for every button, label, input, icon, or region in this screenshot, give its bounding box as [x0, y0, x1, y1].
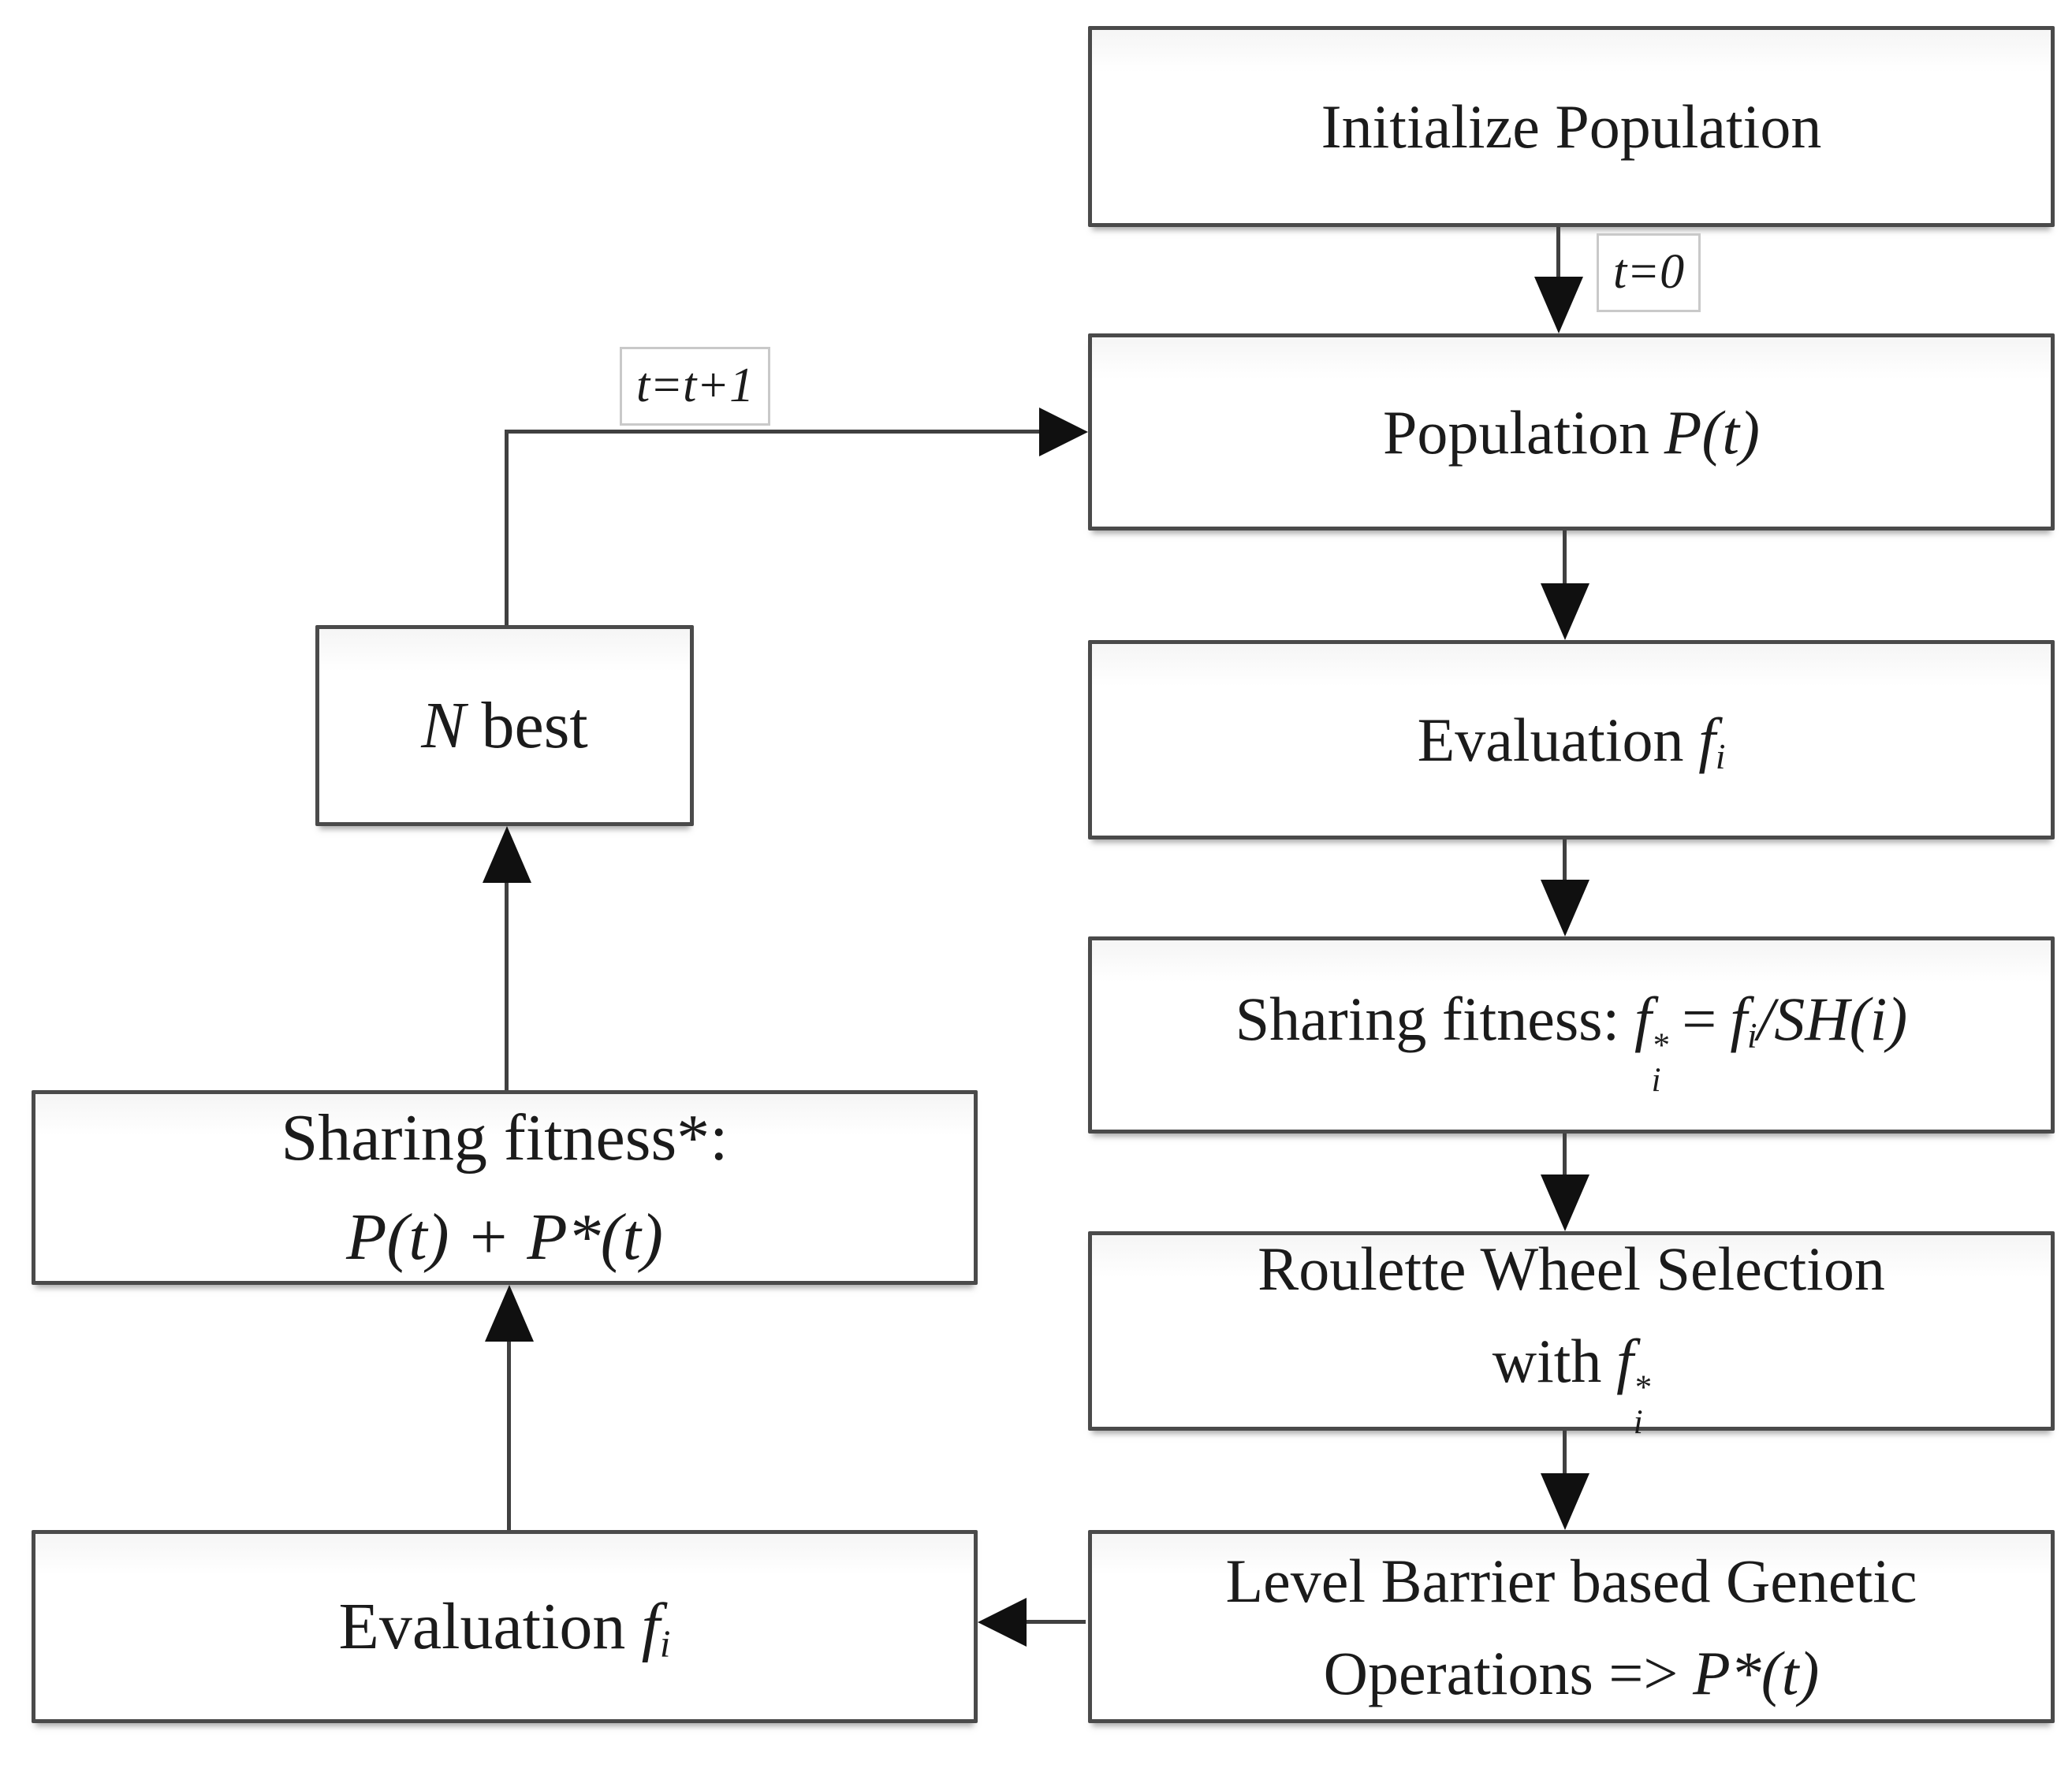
- connector-line: [507, 1338, 511, 1530]
- connector-line: [1563, 1134, 1567, 1178]
- arrowhead-down-icon: [1541, 880, 1589, 936]
- box-level-barrier: Level Barrier based Genetic Operations =…: [1088, 1530, 2055, 1723]
- arrowhead-down-icon: [1541, 1175, 1589, 1231]
- connector-line: [505, 880, 509, 1090]
- equals-sign: =: [1682, 984, 1717, 1053]
- connector-line: [1563, 1431, 1567, 1477]
- connector-line: [1556, 227, 1560, 281]
- box-sharing-fitness-left-line1: Sharing fitness*:: [281, 1100, 729, 1175]
- fitness-variable: f: [1730, 984, 1748, 1053]
- box-initialize-population-label: Initialize Population: [1321, 92, 1822, 161]
- arrowhead-up-icon: [485, 1285, 534, 1342]
- fitness-subscript: i: [1747, 1015, 1757, 1055]
- fitness-subscript: i: [1715, 736, 1726, 776]
- arrowhead-up-icon: [483, 826, 531, 883]
- shared-fitness-variable: f: [1634, 984, 1652, 1053]
- shared-fitness-scripts: *i: [1651, 1026, 1669, 1099]
- box-roulette-wheel-line1: Roulette Wheel Selection: [1258, 1234, 1885, 1303]
- connector-line: [505, 430, 1042, 434]
- connector-line: [505, 432, 509, 625]
- arrowhead-down-icon: [1534, 277, 1583, 333]
- label-t0: t=0: [1597, 233, 1701, 312]
- offspring-population-math: P*(t): [1693, 1638, 1820, 1707]
- population-math: P(t): [1664, 397, 1760, 467]
- sharing-function: /SH(i): [1757, 984, 1908, 1053]
- fitness-variable: f: [641, 1589, 660, 1663]
- fitness-subscript: i: [659, 1622, 671, 1666]
- arrowhead-down-icon: [1541, 583, 1589, 640]
- arrowhead-left-icon: [978, 1598, 1027, 1647]
- box-sharing-fitness-right-label: Sharing fitness:f*i=fi/SH(i): [1235, 984, 1908, 1099]
- box-sharing-fitness-right: Sharing fitness:f*i=fi/SH(i): [1088, 936, 2055, 1134]
- box-sharing-fitness-left-line2: P(t) + P*(t): [346, 1200, 663, 1274]
- connector-line: [1563, 839, 1567, 884]
- arrowhead-down-icon: [1541, 1473, 1589, 1530]
- box-level-barrier-line1: Level Barrier based Genetic: [1225, 1546, 1917, 1615]
- label-t-plus-1: t=t+1: [620, 347, 771, 426]
- box-level-barrier-line2: Operations =>P*(t): [1323, 1638, 1820, 1707]
- shared-fitness-variable: f: [1616, 1326, 1634, 1395]
- arrowhead-right-icon: [1039, 408, 1088, 456]
- box-initialize-population: Initialize Population: [1088, 26, 2055, 227]
- n-variable: N: [421, 688, 466, 762]
- shared-fitness-scripts: *i: [1633, 1368, 1651, 1441]
- connector-line: [1022, 1620, 1086, 1624]
- connector-line: [1563, 530, 1567, 587]
- fitness-variable: f: [1698, 705, 1716, 774]
- box-sharing-fitness-left: Sharing fitness*: P(t) + P*(t): [32, 1090, 978, 1285]
